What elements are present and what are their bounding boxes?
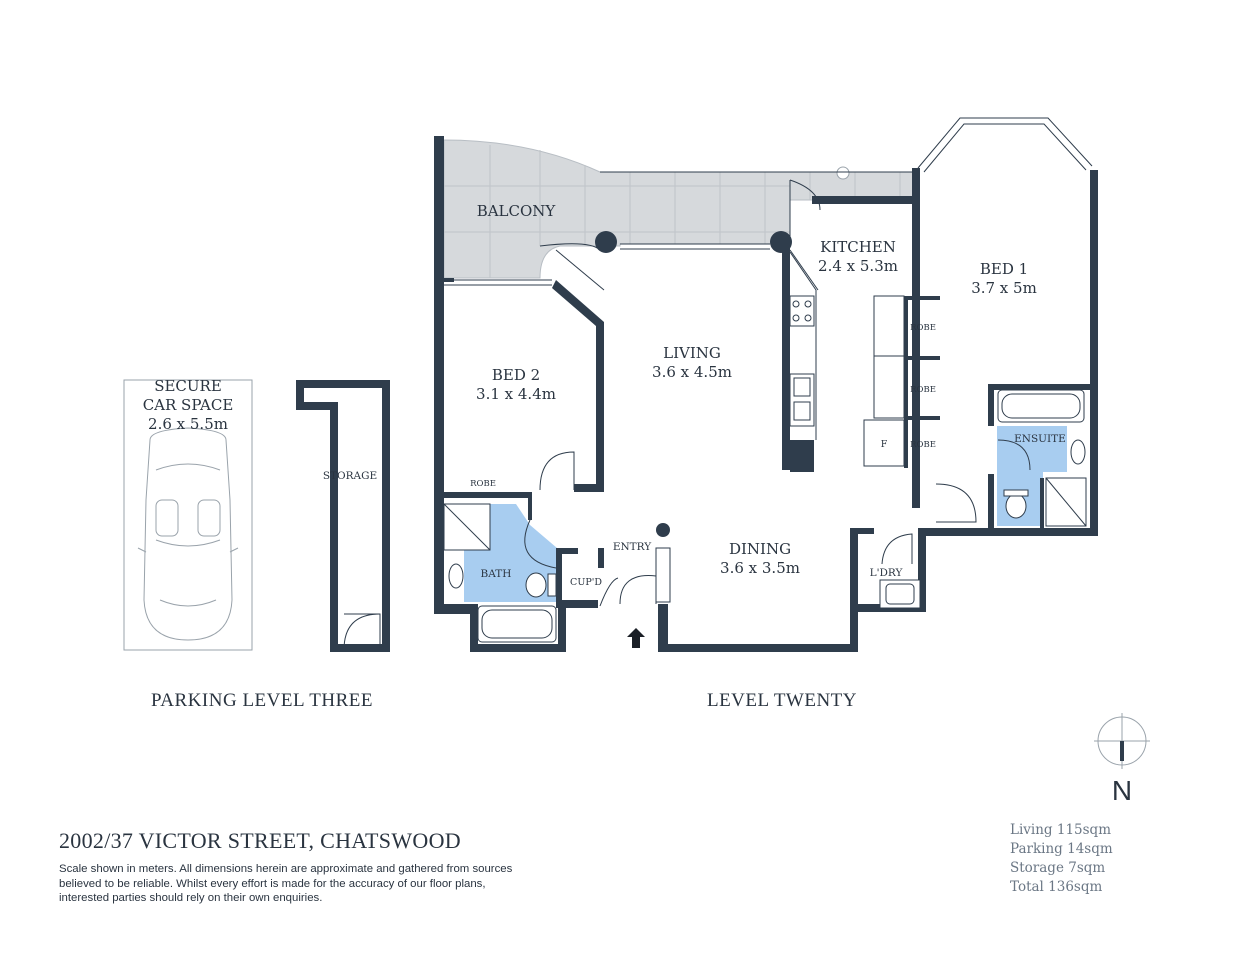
storage-label: STORAGE — [323, 470, 377, 482]
compass-north-label: N — [1112, 775, 1132, 806]
disclaimer-text: Scale shown in meters. All dimensions he… — [59, 863, 513, 904]
property-address-title: 2002/37 VICTOR STREET, CHATSWOOD — [59, 828, 461, 853]
bath-label: BATH — [481, 568, 512, 580]
area-storage: Storage 7sqm — [1010, 860, 1106, 876]
door-swings — [343, 179, 1031, 651]
bed1-size: 3.7 x 5m — [971, 279, 1037, 297]
kitchen-fittings — [655, 251, 905, 603]
bed2-label: BED 2 — [492, 366, 540, 384]
laundry-label: L'DRY — [870, 567, 904, 579]
dining-size: 3.6 x 3.5m — [720, 559, 800, 577]
bed2-size: 3.1 x 4.4m — [476, 385, 556, 403]
cupboard-label: CUP'D — [570, 577, 602, 588]
car-space-label-line2: CAR SPACE — [143, 396, 234, 414]
kitchen-size: 2.4 x 5.3m — [818, 257, 898, 275]
storage-room — [296, 380, 390, 652]
compass-icon — [1094, 713, 1150, 769]
robe2-label: ROBE — [910, 385, 936, 395]
glazing — [444, 117, 1093, 286]
parking-level-title: PARKING LEVEL THREE — [151, 690, 373, 711]
car-space-label-line1: SECURE — [154, 377, 222, 395]
ensuite-label: ENSUITE — [1014, 433, 1066, 445]
entry-arrow-icon — [627, 628, 645, 648]
walls — [434, 136, 1098, 652]
living-label: LIVING — [663, 344, 721, 362]
area-total: Total 136sqm — [1010, 879, 1103, 895]
robe1-label: ROBE — [910, 323, 936, 333]
bed1-label: BED 1 — [980, 260, 1028, 278]
main-level-title: LEVEL TWENTY — [707, 690, 857, 711]
area-parking: Parking 14sqm — [1010, 841, 1113, 857]
bathroom-fittings — [443, 389, 1087, 643]
car-space — [123, 379, 253, 651]
robe-bed2-label: ROBE — [470, 479, 496, 489]
area-living: Living 115sqm — [1010, 822, 1111, 838]
area-summary: Living 115sqm Parking 14sqm Storage 7sqm… — [1010, 821, 1113, 897]
dining-label: DINING — [729, 540, 791, 558]
fridge-label: F — [881, 439, 888, 450]
entry-label: ENTRY — [613, 541, 652, 553]
kitchen-label: KITCHEN — [820, 238, 896, 256]
balcony-label: BALCONY — [477, 202, 557, 220]
living-size: 3.6 x 4.5m — [652, 363, 732, 381]
car-space-size: 2.6 x 5.5m — [148, 415, 228, 433]
balcony-area — [443, 139, 919, 279]
robe3-label: ROBE — [910, 440, 936, 450]
